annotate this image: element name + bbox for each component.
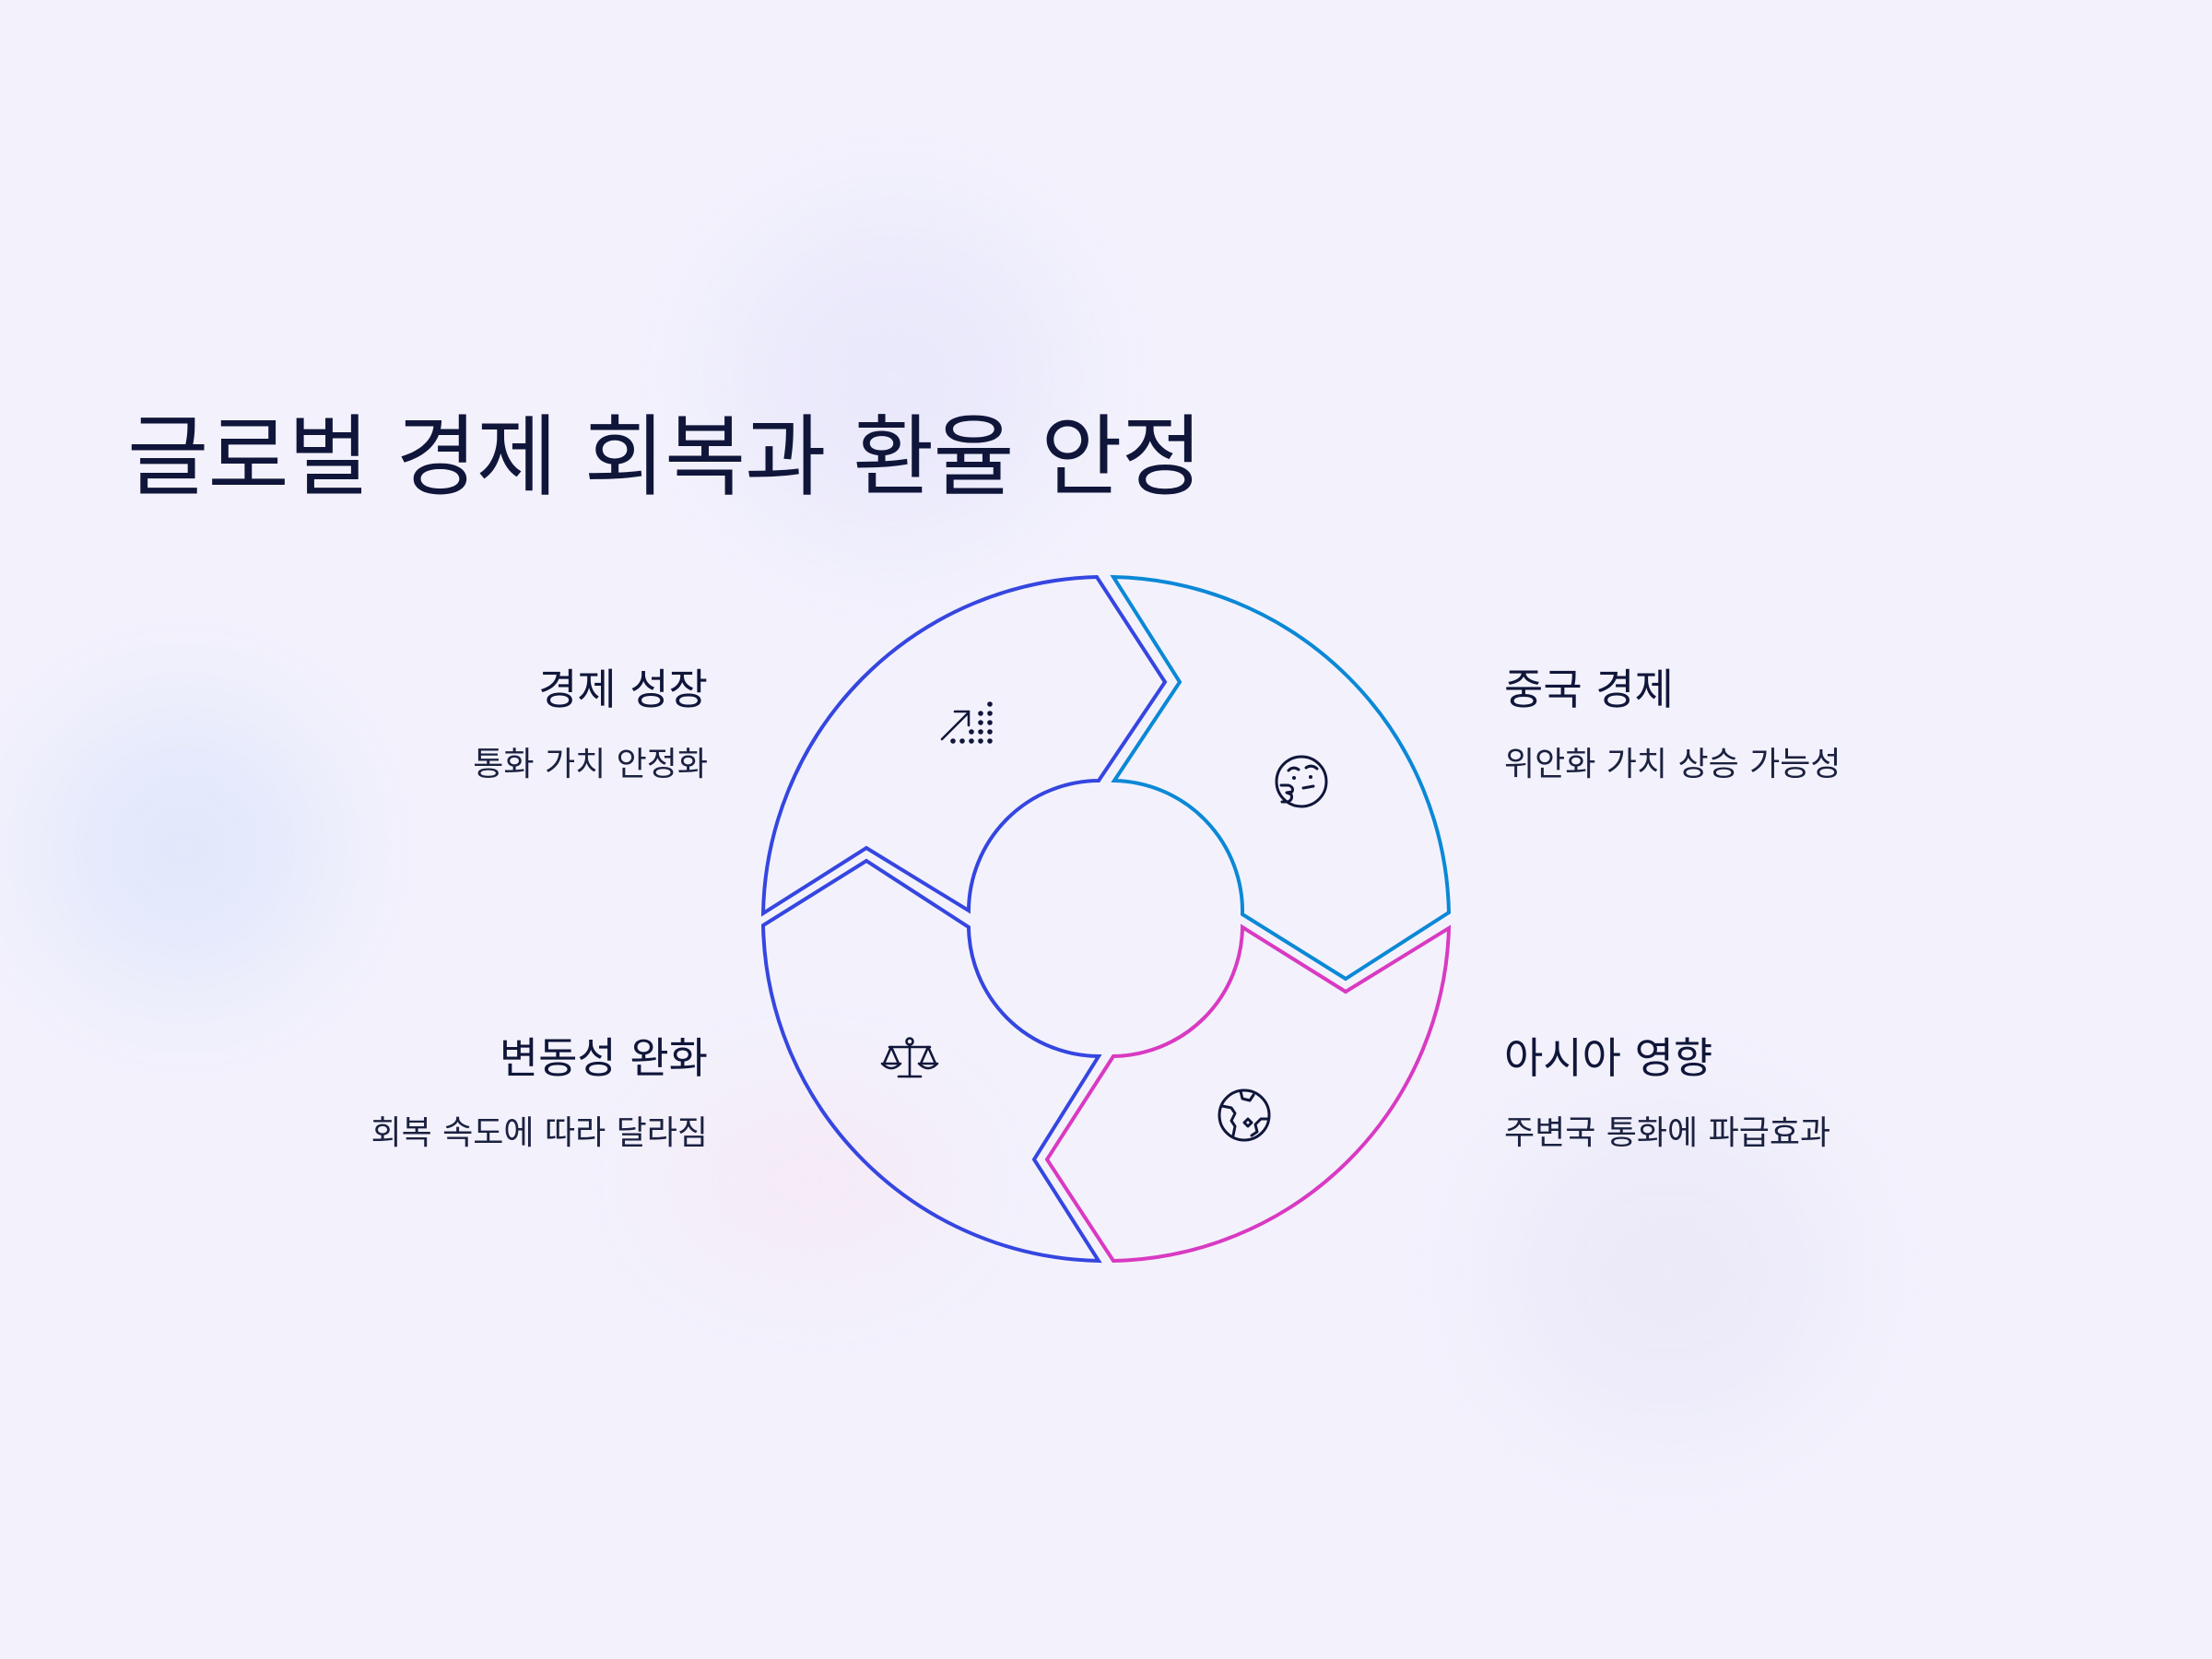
growth-chart-icon [940,701,993,744]
cycle-segment-growth [760,574,1168,917]
step-label-growth: 경제 성장 통화 가치 안정화 [229,662,708,787]
step-label-china: 중국 경제 위안화 가치 상승 가능성 [1504,662,1983,787]
cycle-segment-volatility [760,858,1102,1264]
step-subtitle: 주변국 통화에 파급효과 [1504,1114,1831,1152]
background-glow [1493,1106,1843,1438]
page-title: 글로벌 경제 회복과 환율 안정 [127,406,1203,509]
step-title: 아시아 영향 [1504,1033,1713,1083]
step-subtitle: 통화 가치 안정화 [473,746,708,783]
step-title: 중국 경제 [1504,665,1674,714]
cycle-segment-asia [1044,924,1452,1264]
step-subtitle: 회복 속도에 따라 달라짐 [371,1114,708,1152]
background-glow [664,1088,959,1272]
balance-scale-icon [880,1037,939,1078]
step-label-volatility: 변동성 완화 회복 속도에 따라 달라짐 [229,1030,708,1156]
cycle-segment-china [1110,574,1452,982]
thinking-face-icon [1275,755,1328,808]
globe-icon [1218,1088,1271,1142]
background-glow [37,700,332,995]
background-glow [719,212,1069,544]
step-label-asia: 아시아 영향 주변국 통화에 파급효과 [1504,1030,1983,1156]
step-title: 변동성 완화 [499,1033,708,1083]
step-subtitle: 위안화 가치 상승 가능성 [1504,746,1841,783]
step-title: 경제 성장 [538,665,708,714]
